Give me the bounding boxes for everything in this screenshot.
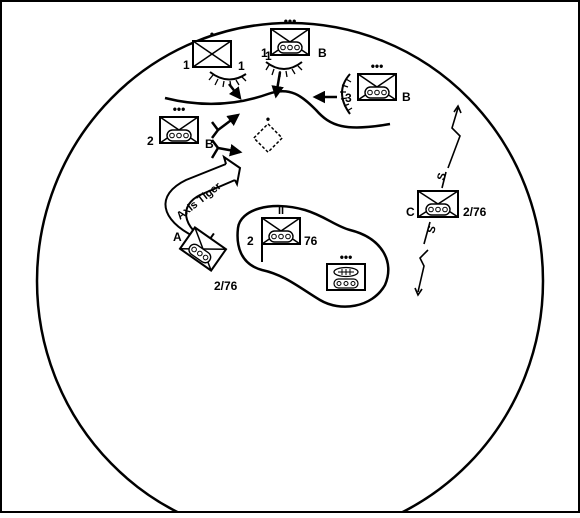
support-label: 1 (265, 49, 272, 63)
screen-mark-upper: S (435, 172, 448, 182)
unit-size-marker: ••• (340, 250, 353, 264)
unit-bottom: ••• (326, 250, 366, 291)
unit-screen: C 2/76 (406, 190, 487, 219)
unit-id-label: 2 (147, 134, 154, 148)
objective-size-marker: • (266, 112, 270, 126)
unit-id-label: 1 (261, 46, 268, 60)
unit-size-marker: ••• (173, 102, 186, 116)
unit-center: II 2 76 (247, 205, 318, 262)
unit-size-marker: ••• (371, 59, 384, 73)
unit-parent-label: B (318, 46, 327, 60)
unit-parent-label: B (402, 90, 411, 104)
support-label: 3 (345, 91, 352, 105)
screen-line: S S (414, 104, 462, 297)
axis-unit-parent: 2/76 (214, 279, 238, 293)
unit-axis (178, 226, 228, 272)
unit-id-label: 2 (247, 234, 254, 248)
unit-id-label: 1 (183, 58, 190, 72)
fire-support-3: 3 (312, 73, 353, 115)
axis-unit-id: A (173, 230, 182, 244)
unit-top-mid: ••• 1 B (261, 14, 327, 60)
unit-size-marker: • (210, 27, 214, 41)
unit-size-marker: II (278, 205, 284, 217)
fire-support-2: 1 (265, 49, 303, 99)
unit-top-left: • 1 (183, 27, 232, 72)
area-of-operations-circle (35, 21, 545, 518)
unit-size-marker: ••• (284, 14, 297, 28)
assembly-area (236, 204, 390, 308)
support-label: 1 (238, 59, 245, 73)
fire-support-1: 1 (208, 59, 247, 100)
unit-parent-label: B (205, 137, 214, 151)
phase-line (164, 89, 391, 129)
unit-parent-label: 76 (304, 234, 318, 248)
fork-arrows (210, 113, 243, 159)
unit-id-label: C (406, 205, 415, 219)
unit-left-mid: ••• 2 B (147, 102, 214, 151)
unit-right: ••• B (357, 59, 411, 104)
objective-marker: • (252, 112, 284, 154)
screen-mark-lower: S (425, 225, 438, 235)
unit-parent-label: 2/76 (463, 205, 487, 219)
